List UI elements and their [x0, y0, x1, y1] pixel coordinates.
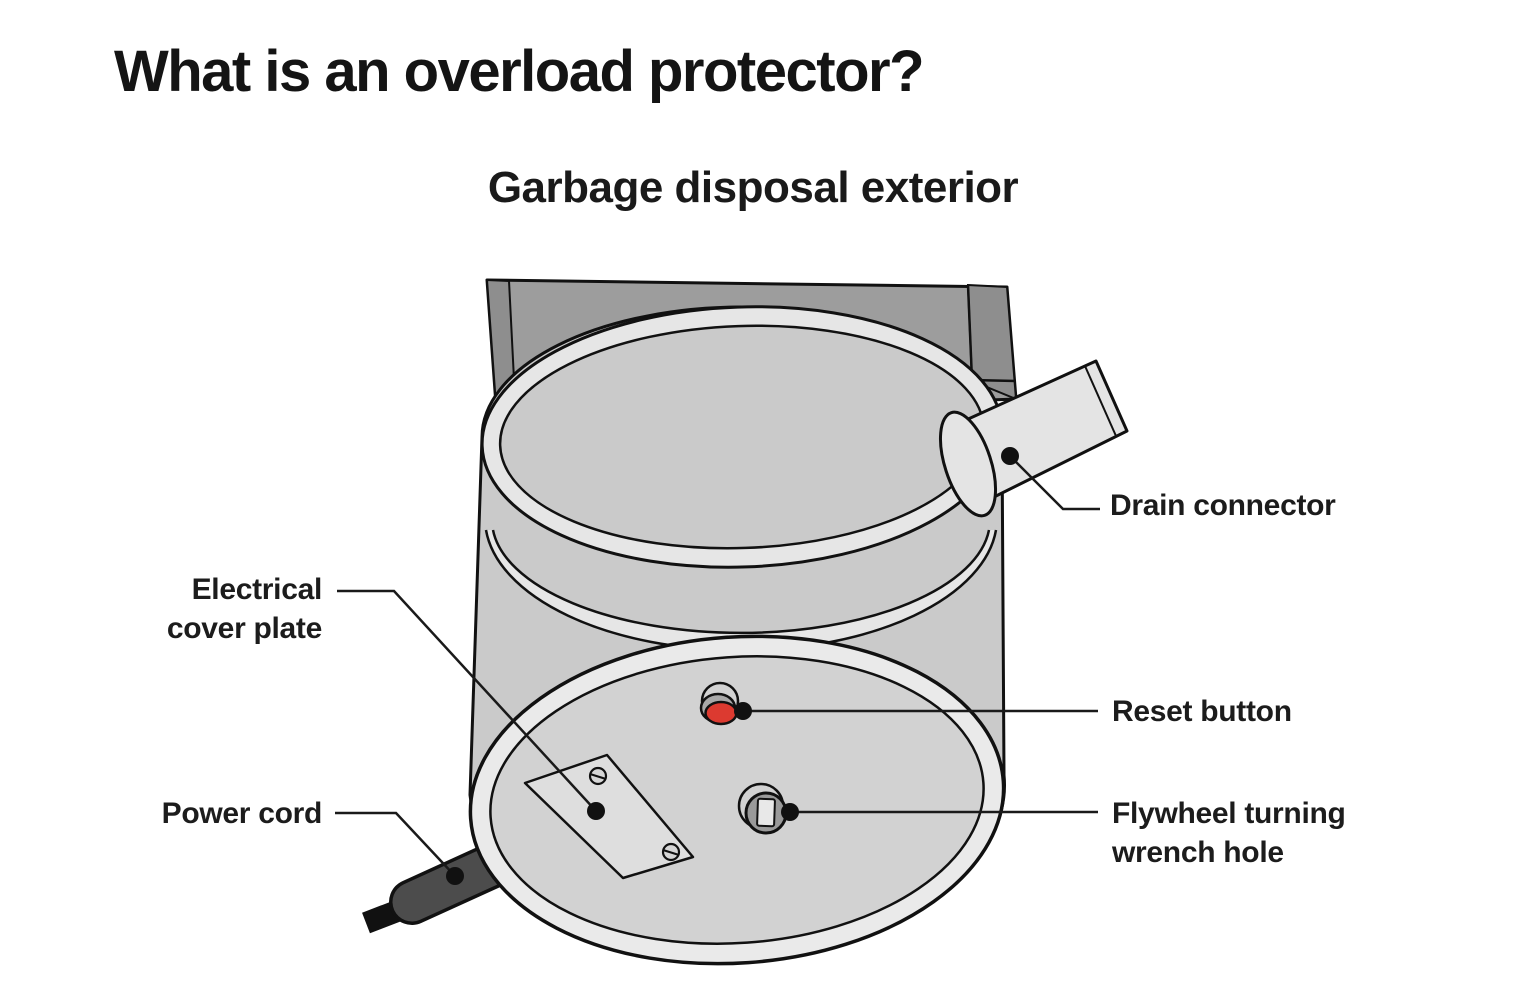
reset-button	[699, 681, 740, 726]
flywheel-wrench-hole	[737, 782, 788, 835]
label-electrical-cover-plate: Electrical cover plate	[166, 573, 322, 645]
leader-electrical-cover	[337, 589, 597, 812]
label-flywheel-wrench-hole: Flywheel turning wrench hole	[1112, 797, 1346, 869]
leader-drain-connector	[1009, 455, 1100, 511]
drain-connector	[938, 359, 1129, 518]
page-title: What is an overload protector?	[114, 39, 925, 104]
label-drain-connector: Drain connector	[1110, 489, 1336, 522]
label-reset-button: Reset button	[1112, 695, 1292, 728]
electrical-cover-plate	[523, 753, 695, 880]
screw-icon	[588, 766, 608, 786]
label-power-cord: Power cord	[161, 797, 323, 830]
bottom-face	[468, 634, 1006, 966]
diagram-subtitle: Garbage disposal exterior	[487, 163, 1019, 212]
leader-dots	[446, 447, 1019, 885]
power-cord	[362, 838, 525, 934]
top-rim-ring	[480, 305, 1004, 569]
leader-lines	[335, 455, 1100, 877]
leader-power-cord	[335, 811, 456, 877]
screw-icon	[661, 842, 681, 862]
